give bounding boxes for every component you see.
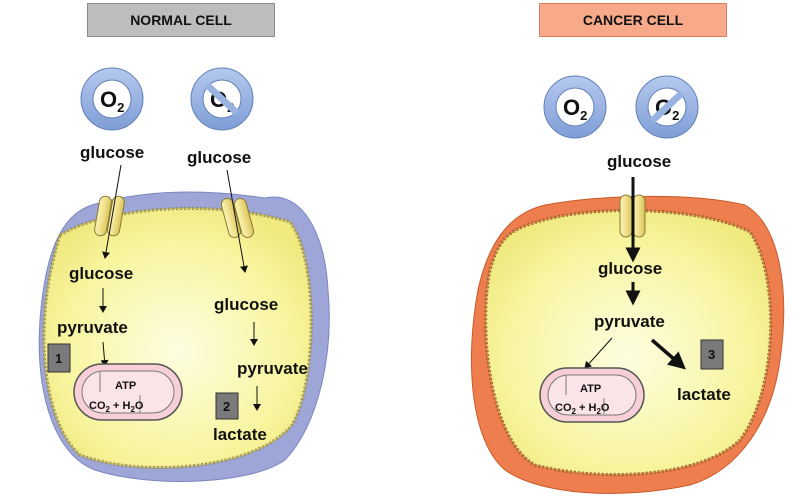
normal-cell-cytoplasm [42,206,313,469]
cancer-outer-glucose-label: glucose [607,152,671,171]
glucose-transporter-icon [94,195,125,237]
cancer-glucose-label: glucose [598,259,662,278]
oxygen-icon: O2 [80,67,144,131]
svg-text:3: 3 [708,347,715,362]
mitochondrion-icon [539,367,645,423]
cancer-cell: O2 O2 glucose glucose pyruvate lactate A… [470,75,785,494]
step-badge-1: 1 [47,343,71,373]
normal-lactate-label: lactate [213,425,267,444]
normal-outer-glucose-2: glucose [187,148,251,167]
mitochondrion-icon [73,363,183,421]
no-oxygen-icon: O2 [635,75,699,139]
glucose-transporter-icon [220,197,255,239]
svg-text:O2: O2 [100,87,124,115]
cancer-atp-label: ATP [580,383,601,395]
svg-text:2: 2 [223,399,230,414]
svg-text:1: 1 [55,351,62,366]
normal-anaerobic-pyruvate-label: pyruvate [237,359,308,378]
oxygen-icon: O2 [543,75,607,139]
normal-cell-title: NORMAL CELL [87,3,275,37]
normal-anaerobic-glucose-label: glucose [214,295,278,314]
step-badge-3: 3 [700,339,724,370]
normal-outer-glucose-1: glucose [80,143,144,162]
normal-cell: O2 O2 glucose glucose glucose pyruvate g… [38,67,330,482]
no-oxygen-icon: O2 [190,67,254,131]
normal-atp-label: ATP [115,380,136,392]
svg-text:O2: O2 [563,95,587,123]
cancer-lactate-label: lactate [677,385,731,404]
normal-pyruvate-label: pyruvate [57,318,128,337]
cancer-cell-cytoplasm [484,208,773,477]
step-badge-2: 2 [215,392,239,420]
cancer-cell-title: CANCER CELL [539,3,727,37]
cancer-products-label: CO2 + H2O [555,402,610,416]
normal-products-label: CO2 + H2O [89,400,144,414]
cancer-pyruvate-label: pyruvate [594,312,665,331]
normal-glucose-label: glucose [69,264,133,283]
